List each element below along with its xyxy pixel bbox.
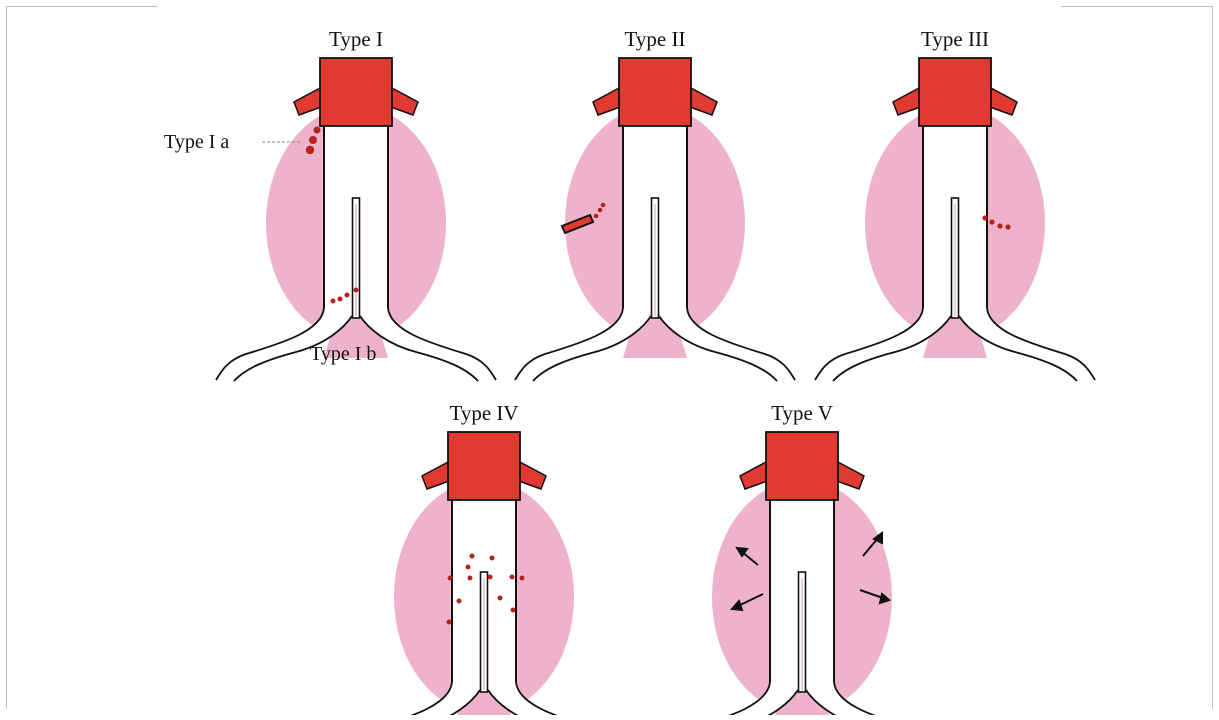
right-border	[1212, 6, 1213, 709]
panel-type-5: Type V	[662, 401, 942, 715]
left-border	[6, 6, 7, 709]
top-right-rule	[1061, 6, 1213, 7]
leak-dot	[306, 146, 314, 154]
leak-dot	[510, 575, 515, 580]
leak-dot	[490, 556, 495, 561]
panel-type-4: Type IV	[344, 401, 624, 715]
leak-dot	[511, 608, 516, 613]
title-type-3: Type III	[921, 27, 989, 51]
title-type-4: Type IV	[449, 401, 518, 425]
leak-dot	[520, 576, 525, 581]
callout-type-1a: Type I a	[164, 131, 229, 153]
leak-dot	[448, 576, 453, 581]
leak-dot	[498, 596, 503, 601]
leak-dot	[982, 215, 987, 220]
leak-dot	[601, 203, 606, 208]
leak-dot	[354, 288, 359, 293]
title-type-2: Type II	[625, 27, 686, 51]
leak-dot	[598, 208, 603, 213]
leak-dot	[309, 136, 317, 144]
leak-dot	[457, 599, 462, 604]
callout-type-1b: Type I b	[310, 343, 376, 365]
leak-dot	[338, 297, 343, 302]
leak-dot	[466, 565, 471, 570]
leak-dot	[1005, 224, 1010, 229]
top-left-rule	[6, 6, 158, 7]
leak-dot	[594, 214, 599, 219]
panel-type-2: Type II	[515, 27, 795, 381]
title-type-1: Type I	[329, 27, 383, 51]
panel-type-3: Type III	[815, 27, 1095, 381]
leak-dot	[470, 554, 475, 559]
leak-dot	[314, 127, 321, 134]
leak-dot	[997, 223, 1002, 228]
leak-dot	[447, 620, 452, 625]
leak-dot	[345, 293, 350, 298]
leak-dot	[468, 576, 473, 581]
leak-dot	[989, 219, 994, 224]
title-type-5: Type V	[771, 401, 833, 425]
leak-dot	[488, 575, 493, 580]
panel-type-1: Type I Type I a Type I b	[164, 27, 496, 381]
leak-dot	[331, 299, 336, 304]
